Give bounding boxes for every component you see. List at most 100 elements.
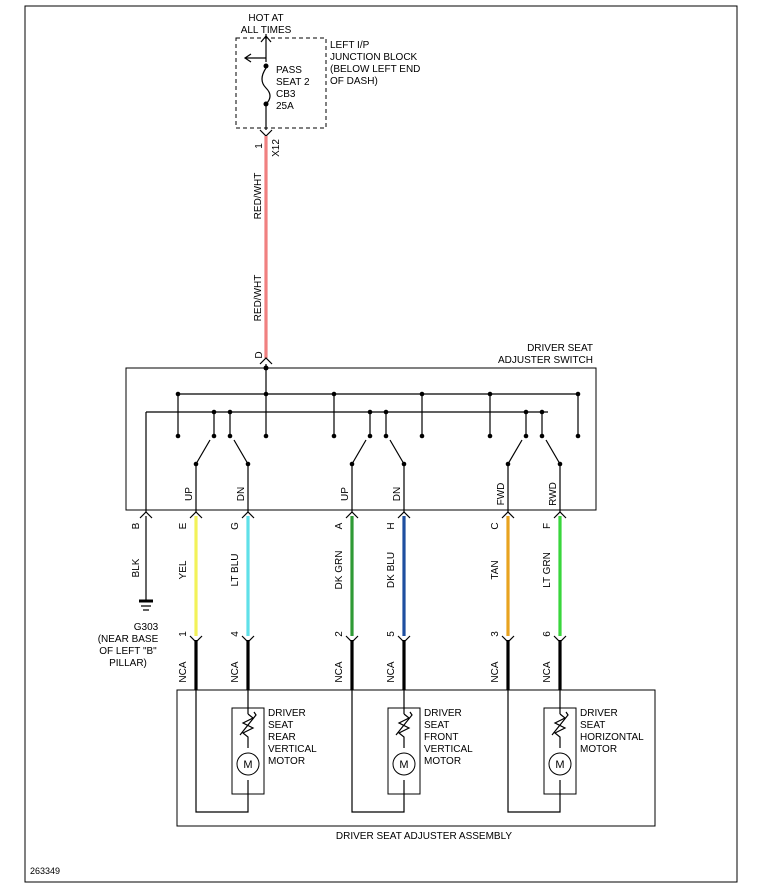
switch-blade [351,439,367,465]
circuit-3-direction: UP [340,487,351,501]
motor-1-lead-a [195,690,249,813]
power-contact [419,433,425,439]
motor-2-ptc-arrow [395,711,413,736]
circuit-4-wire-color: DK BLU [386,552,397,588]
junction-block-label-line-1: LEFT I/P [330,40,370,51]
circuit-3-wire-color: DK GRN [334,551,345,590]
circuit-3-motor-pin: 2 [334,631,345,637]
switch-housing [125,367,597,511]
circuit-1-motor-pin: 1 [178,631,189,637]
circuit-4-direction: DN [392,487,403,501]
circuit-breaker-symbol [261,67,271,105]
switch-blade [545,439,561,465]
adjuster-switch: DRIVER SEAT ADJUSTER SWITCH D [125,343,597,512]
breaker-label-line-1: PASS [276,65,302,76]
switch-blade [195,439,211,465]
circuit-1-switch-pin: E [178,522,189,529]
motor-1-ptc-resistor [241,713,255,748]
circuit-2-switch-pin: G [230,522,241,530]
ground-note-line: OF LEFT "B" [99,646,157,657]
ground-contact [211,433,217,439]
motor-2-label-line: SEAT [424,720,449,731]
switch-internals [145,364,581,512]
circuit-2-wire-color: LT BLU [230,554,241,587]
circuit-6-wire-color: LT GRN [542,552,553,588]
power-contact [331,433,337,439]
breaker-label-line-3: CB3 [276,89,296,100]
bus-arrow [243,53,266,63]
power-contact [175,433,181,439]
motor-3-label-line: HORIZONTAL [580,732,644,743]
circuit-5-motor-pin: 3 [490,631,501,637]
motor-2-symbol-circle [392,752,416,776]
feed-wire-label-upper: RED/WHT [253,173,264,220]
circuit-4-motor-pin: 5 [386,631,397,637]
circuit-2-switch-connector [241,511,255,519]
ground-wire-color: BLK [131,558,142,577]
circuit-6-motor-pin: 6 [542,631,553,637]
motor-1-label-line: VERTICAL [268,744,317,755]
motor-1-symbol-circle [236,752,260,776]
motor-1-label-line: MOTOR [268,756,305,767]
circuit-6-direction: RWD [548,482,559,506]
switch-input-pin: D [254,351,265,358]
circuit-4-nca: NCA [386,661,397,682]
motor-3-label-line: DRIVER [580,708,618,719]
assembly-label: DRIVER SEAT ADJUSTER ASSEMBLY [336,831,512,842]
switch-blade [233,439,249,465]
ground-contact [367,433,373,439]
circuit-3-switch-connector [345,511,359,519]
circuit-3-switch-pin: A [334,522,345,529]
circuit-4-switch-pin: H [386,522,397,529]
circuit-4-switch-connector [397,511,411,519]
junction-block: HOT AT ALL TIMES LEFT I/P JUNCTION BLOCK… [235,13,420,130]
motor-2-symbol: M [399,759,408,771]
ground-note-line: PILLAR) [109,658,147,669]
motor-1-label-line: REAR [268,732,296,743]
switch-input-chevron [259,357,273,365]
motor-2-label-line: VERTICAL [424,744,473,755]
circuit-2-nca: NCA [230,661,241,682]
motor-3-label-line: SEAT [580,720,605,731]
power-contact [575,433,581,439]
hot-feed-arrow [260,34,272,62]
motor-3-ptc-arrow [551,711,569,736]
motor-1-label-line: SEAT [268,720,293,731]
circuit-5-switch-connector [501,511,515,519]
connector-x12-name: X12 [271,139,282,157]
motor-3-lead-a [507,690,561,813]
ground-contact [227,433,233,439]
ground-note-line: (NEAR BASE [98,634,159,645]
circuit-2-motor-pin: 4 [230,631,241,637]
ground-id: G303 [134,622,159,633]
junction-block-label-line-3: (BELOW LEFT END [330,64,420,75]
ground-symbol-lines [141,605,151,611]
motor-3-symbol: M [555,759,564,771]
ground-contact [383,433,389,439]
switch-blade [389,439,405,465]
switch-title-line-1: DRIVER SEAT [527,343,593,354]
circuit-2-direction: DN [236,487,247,501]
circuit-3-nca: NCA [334,661,345,682]
circuit-5-direction: FWD [496,483,507,506]
circuit-1-switch-connector [189,511,203,519]
motor-1-label-line: DRIVER [268,708,306,719]
motor-3-label-line: MOTOR [580,744,617,755]
switch-title-line-2: ADJUSTER SWITCH [498,355,593,366]
ground-pin: B [131,522,142,529]
circuit-1-nca: NCA [178,661,189,682]
circuit-6-switch-connector [553,511,567,519]
circuit-5-switch-pin: C [490,522,501,529]
connector-x12: 1 X12 [254,129,282,157]
junction-block-label-line-2: JUNCTION BLOCK [330,52,418,63]
junction-block-label-line-4: OF DASH) [330,76,378,87]
adjuster-assembly-outline [176,689,656,827]
connector-x12-pin: 1 [254,143,265,149]
junction-block-outline [235,37,327,129]
circuit-1-direction: UP [184,487,195,501]
circuit-6-switch-pin: F [542,523,553,529]
